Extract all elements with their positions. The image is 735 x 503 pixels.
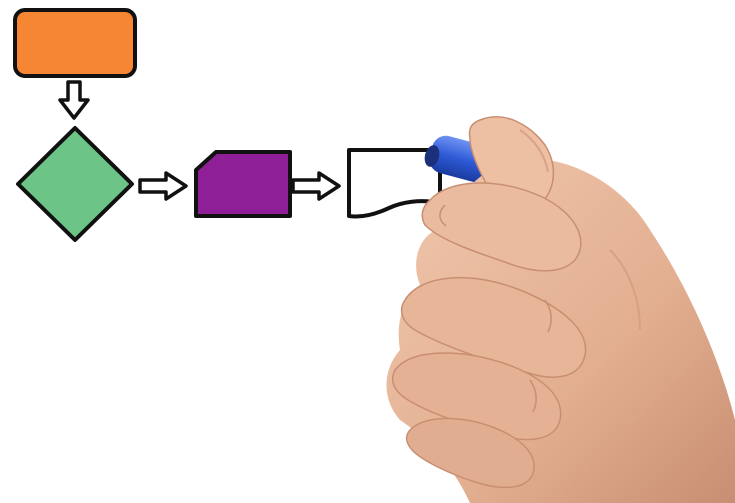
arrow-down (58, 80, 90, 120)
process-box (13, 8, 137, 78)
hand-holding-marker (386, 116, 735, 503)
arrow-right-2 (291, 171, 341, 201)
ring-finger (392, 352, 562, 441)
index-finger (421, 182, 582, 272)
manual-input-shape (194, 150, 292, 218)
decision-diamond (16, 126, 134, 242)
arrow-right-1 (138, 171, 188, 201)
middle-finger (400, 276, 587, 378)
little-finger (405, 417, 535, 489)
